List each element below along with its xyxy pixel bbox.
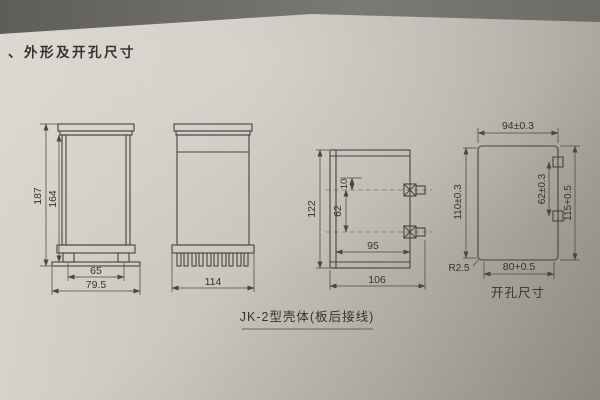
- side-view-drawing: [171, 123, 255, 267]
- cutout-section-label: 开孔尺寸: [491, 286, 545, 300]
- base-plate: [51, 261, 141, 267]
- case-cover: [57, 123, 135, 132]
- dim-feet-spacing: 65: [90, 265, 102, 277]
- cutout-view-drawing: [477, 145, 564, 261]
- cutout-slot: [552, 156, 564, 168]
- stud-thread: [415, 227, 426, 237]
- terminal-pin: [213, 252, 219, 267]
- terminal-pin: [176, 252, 182, 267]
- terminal-pin: [228, 252, 234, 267]
- stud-thread: [415, 185, 426, 195]
- figure-caption: JK-2型壳体(板后接线): [240, 309, 375, 324]
- bracket-outline: [329, 149, 411, 269]
- radius-leader: [472, 258, 480, 267]
- cutout-view-dimensions: 94±0.3 62±0.3 115+0.5 110±0.3 R2.5 80+0.…: [448, 120, 580, 300]
- cutout-slot: [552, 210, 564, 222]
- case-cover-rim: [175, 130, 251, 136]
- dim-base-width: 79.5: [86, 279, 107, 291]
- dim-cutout-right-height: 115+0.5: [563, 185, 574, 221]
- terminal-pin: [221, 252, 227, 267]
- page-heading: 、外形及开孔尺寸: [8, 44, 136, 60]
- terminal-pin: [198, 252, 204, 267]
- cutout-outline: [477, 145, 559, 261]
- dim-overall-width: 114: [205, 276, 222, 288]
- dim-stud-spacing: 62: [332, 205, 344, 217]
- dim-body-height: 164: [47, 190, 59, 208]
- case-cover: [173, 123, 253, 132]
- stud-cross: [403, 225, 417, 239]
- terminal-pin: [191, 252, 197, 267]
- terminal-pin: [206, 252, 212, 267]
- dim-cutout-top-width: 94±0.3: [502, 120, 534, 132]
- terminal-pin: [183, 252, 189, 267]
- dim-cutout-bottom-width: 80+0.5: [503, 261, 536, 273]
- case-foot: [62, 252, 75, 263]
- side-view-dimensions: 114: [171, 254, 255, 292]
- dim-stud-offset: 10: [339, 179, 350, 190]
- dim-slot-spacing: 62±0.3: [537, 173, 548, 204]
- dim-corner-radius: R2.5: [448, 263, 470, 274]
- case-foot: [117, 252, 130, 263]
- front-view-dimensions: 187 164 65 79.5: [32, 123, 141, 295]
- case-cover-rim: [59, 130, 133, 136]
- dim-inner-width: 95: [367, 240, 379, 252]
- case-flange: [171, 244, 255, 254]
- case-flange: [56, 244, 136, 254]
- terminal-pin: [236, 252, 242, 267]
- stud-cross: [403, 183, 417, 197]
- case-body: [61, 134, 131, 246]
- front-view-drawing: [51, 123, 141, 267]
- dim-overall-height: 187: [32, 187, 44, 205]
- dim-cutout-left-height: 110±0.3: [453, 184, 464, 220]
- terminal-pin: [243, 252, 249, 267]
- dim-bracket-height: 122: [306, 200, 318, 218]
- dim-bracket-width: 106: [368, 274, 386, 286]
- bracket-view-dimensions: 122 10 62 95 106: [306, 149, 426, 290]
